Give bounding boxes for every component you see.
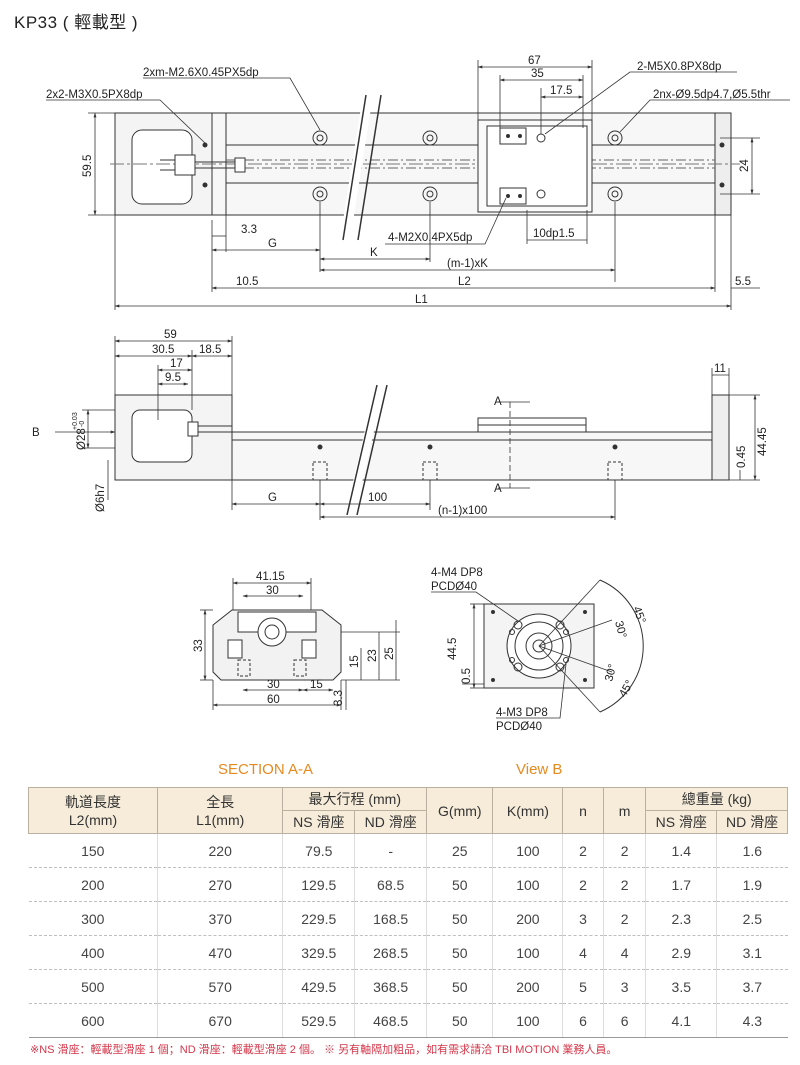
svg-text:0.45: 0.45 xyxy=(736,446,748,468)
break-lines xyxy=(340,94,373,241)
svg-text:44.45: 44.45 xyxy=(757,427,769,456)
top-dimension-text: 2xm-M2.6X0.45PX5dp 2x2-M3X0.5PX8dp 2-M5X… xyxy=(46,55,771,306)
svg-text:15: 15 xyxy=(349,655,361,668)
th-k: K(mm) xyxy=(492,787,564,834)
svg-text:G: G xyxy=(268,492,277,504)
side-end-cap xyxy=(711,394,730,481)
th-weight: 總重量 (kg) xyxy=(645,787,788,811)
svg-text:11: 11 xyxy=(714,363,726,375)
th-g: G(mm) xyxy=(426,787,494,834)
top-view: 2xm-M2.6X0.45PX5dp 2x2-M3X0.5PX8dp 2-M5X… xyxy=(46,55,790,310)
svg-text:A: A xyxy=(494,396,502,408)
svg-text:2xm-M2.6X0.45PX5dp: 2xm-M2.6X0.45PX5dp xyxy=(143,67,259,79)
svg-text:-0: -0 xyxy=(79,421,86,427)
svg-text:4-M4 DP8: 4-M4 DP8 xyxy=(431,567,483,579)
svg-text:18.5: 18.5 xyxy=(199,344,221,356)
svg-text:3.3: 3.3 xyxy=(333,690,345,706)
svg-text:33: 33 xyxy=(193,639,205,652)
svg-text:4-M2X0.4PX5dp: 4-M2X0.4PX5dp xyxy=(388,232,472,244)
svg-text:67: 67 xyxy=(528,55,541,67)
svg-text:15: 15 xyxy=(310,679,323,691)
svg-text:17.5: 17.5 xyxy=(550,85,572,97)
th-stroke-nd: ND 滑座 xyxy=(354,810,428,834)
th-m: m xyxy=(602,787,647,834)
svg-text:59.5: 59.5 xyxy=(82,155,94,177)
th-weight-ns: NS 滑座 xyxy=(645,810,718,834)
svg-text:30: 30 xyxy=(266,585,279,597)
svg-text:2x2-M3X0.5PX8dp: 2x2-M3X0.5PX8dp xyxy=(46,89,143,101)
svg-text:100: 100 xyxy=(368,492,387,504)
svg-text:23: 23 xyxy=(367,649,379,662)
svg-text:L1: L1 xyxy=(415,294,428,306)
svg-text:41.15: 41.15 xyxy=(256,571,285,583)
svg-text:9.5: 9.5 xyxy=(165,372,181,384)
section-title: SECTION A-A xyxy=(218,761,314,778)
side-dimension-text: 59 30.5 18.5 17 9.5 11 B Ø28 +0.03 -0 Ø6… xyxy=(32,329,769,517)
svg-text:5.5: 5.5 xyxy=(735,276,751,288)
svg-text:2nx-Ø9.5dp4.7,Ø5.5thr: 2nx-Ø9.5dp4.7,Ø5.5thr xyxy=(653,89,771,101)
viewb-dimension-text: 4-M4 DP8 PCDØ40 4-M3 DP8 PCDØ40 44.5 0.5… xyxy=(431,567,647,733)
svg-text:59: 59 xyxy=(164,329,177,341)
shaft-nut xyxy=(174,154,196,176)
svg-text:25: 25 xyxy=(384,647,396,660)
side-rail xyxy=(231,431,713,481)
svg-text:G: G xyxy=(268,238,277,250)
svg-text:Ø28: Ø28 xyxy=(76,428,88,450)
svg-text:45°: 45° xyxy=(630,605,647,625)
footnote: ※NS 滑座：輕載型滑座 1 個；ND 滑座：輕載型滑座 2 個。 ※ 另有軸隔… xyxy=(30,1044,618,1056)
counterbore-holes xyxy=(312,130,623,202)
svg-text:2-M5X0.8PX8dp: 2-M5X0.8PX8dp xyxy=(637,61,721,73)
svg-text:30: 30 xyxy=(267,679,280,691)
svg-text:(m-1)xK: (m-1)xK xyxy=(447,258,488,270)
svg-text:35: 35 xyxy=(531,68,544,80)
svg-text:10dp1.5: 10dp1.5 xyxy=(533,228,575,240)
svg-text:24: 24 xyxy=(739,159,751,172)
svg-text:(n-1)x100: (n-1)x100 xyxy=(438,505,487,517)
svg-text:PCDØ40: PCDØ40 xyxy=(496,721,542,733)
th-n: n xyxy=(562,787,604,834)
section-dimension-text: 41.15 30 33 15 23 25 30 15 60 3.3 xyxy=(193,571,396,706)
svg-text:30°: 30° xyxy=(612,620,628,640)
view-b: 4-M4 DP8 PCDØ40 4-M3 DP8 PCDØ40 44.5 0.5… xyxy=(431,567,647,733)
svg-text:17: 17 xyxy=(170,358,183,370)
svg-text:L2: L2 xyxy=(458,276,471,288)
th-weight-nd: ND 滑座 xyxy=(716,810,788,834)
svg-text:30.5: 30.5 xyxy=(152,344,174,356)
th-stroke-ns: NS 滑座 xyxy=(282,810,356,834)
th-stroke: 最大行程 (mm) xyxy=(282,787,428,811)
view-b-title: View B xyxy=(516,761,563,778)
svg-text:Ø6h7: Ø6h7 xyxy=(95,484,107,512)
svg-text:30°: 30° xyxy=(603,663,619,683)
svg-text:10.5: 10.5 xyxy=(236,276,258,288)
technical-drawing: 2xm-M2.6X0.45PX5dp 2x2-M3X0.5PX8dp 2-M5X… xyxy=(32,55,790,733)
section-view: 41.15 30 33 15 23 25 30 15 60 3.3 xyxy=(193,571,400,710)
page-title: KP33 ( 輕載型 ) xyxy=(14,13,139,32)
svg-text:+0.03: +0.03 xyxy=(72,412,79,430)
svg-text:A: A xyxy=(494,483,502,495)
svg-text:K: K xyxy=(370,247,378,259)
side-view: 59 30.5 18.5 17 9.5 11 B Ø28 +0.03 -0 Ø6… xyxy=(32,329,769,520)
svg-text:PCDØ40: PCDØ40 xyxy=(431,581,477,593)
svg-text:60: 60 xyxy=(267,694,280,706)
svg-text:4-M3 DP8: 4-M3 DP8 xyxy=(496,707,548,719)
svg-text:0.5: 0.5 xyxy=(461,668,473,684)
svg-text:3.3: 3.3 xyxy=(241,224,257,236)
svg-text:44.5: 44.5 xyxy=(447,638,459,660)
svg-text:B: B xyxy=(32,427,40,439)
